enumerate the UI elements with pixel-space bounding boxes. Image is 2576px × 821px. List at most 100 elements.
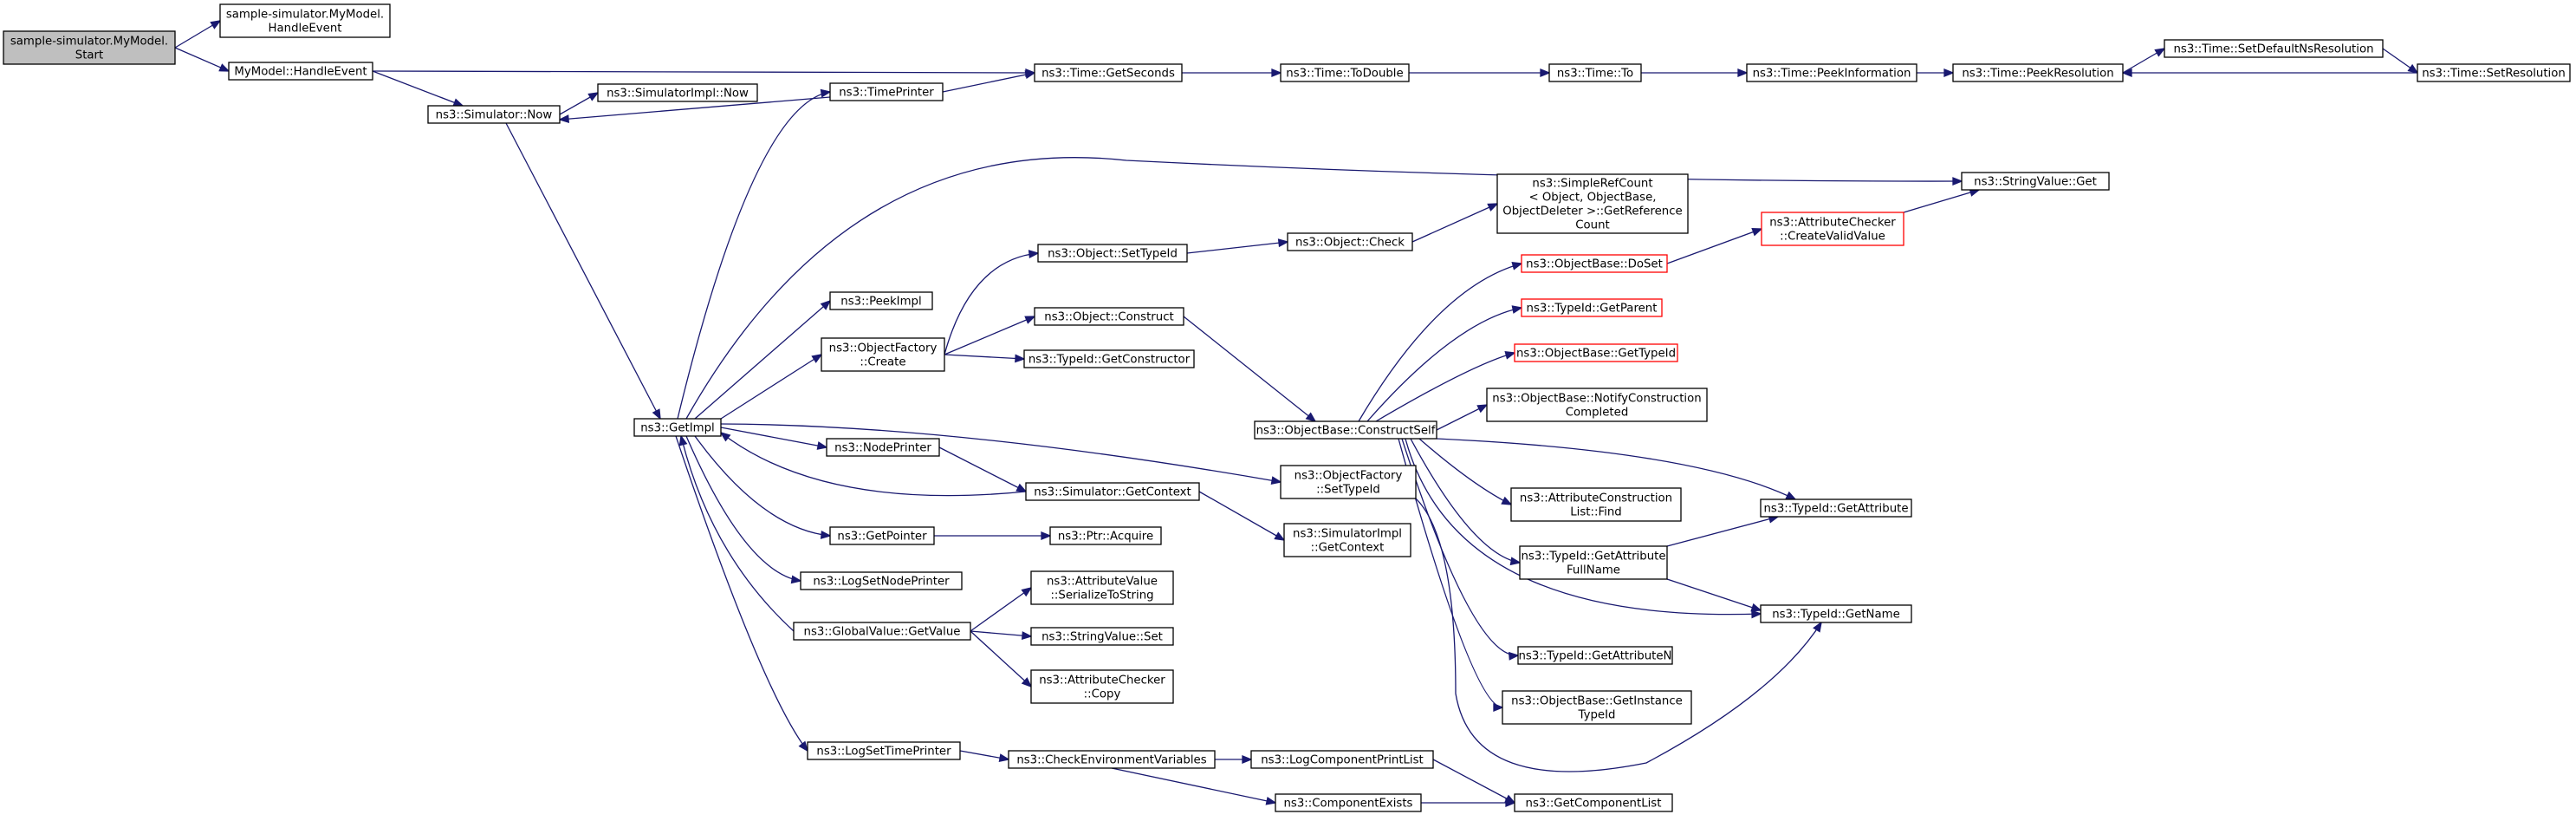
- edge-arrowhead: [1813, 621, 1822, 633]
- node-set-default-ns-resolution[interactable]: ns3::Time::SetDefaultNsResolution: [2164, 39, 2384, 58]
- node-box: [1514, 793, 1673, 812]
- edge-check_environment_variables-to-log_component_print_list: [1215, 755, 1253, 764]
- edge-arrowhead: [2407, 63, 2419, 75]
- node-attribute-checker-create-valid[interactable]: ns3::AttributeChecker::CreateValidValue: [1761, 212, 1904, 246]
- edge-arrowhead: [1737, 68, 1749, 77]
- node-get-impl[interactable]: ns3::GetImpl: [633, 418, 722, 437]
- edge-get_seconds-to-to_double: [1182, 68, 1282, 77]
- node-object-construct[interactable]: ns3::Object::Construct: [1034, 307, 1184, 326]
- node-get-seconds[interactable]: ns3::Time::GetSeconds: [1034, 63, 1183, 82]
- node-start[interactable]: sample-simulator.MyModel.Start: [3, 30, 176, 65]
- node-object-base-notify-construction[interactable]: ns3::ObjectBase::NotifyConstructionCompl…: [1486, 388, 1708, 422]
- node-type-id-get-constructor[interactable]: ns3::TypeId::GetConstructor: [1023, 349, 1195, 368]
- edge-line: [685, 157, 1963, 420]
- node-simple-ref-count[interactable]: ns3::SimpleRefCount< Object, ObjectBase,…: [1496, 173, 1689, 234]
- edge-simulator_now-to-get_impl: [505, 122, 661, 420]
- node-peek-impl[interactable]: ns3::PeekImpl: [829, 291, 933, 310]
- edge-get_impl-to-time_printer: [677, 88, 832, 420]
- edge-time_printer-to-get_seconds: [942, 70, 1036, 93]
- node-label: MyModel::HandleEvent: [234, 66, 367, 79]
- node-string-value-set[interactable]: ns3::StringValue::Set: [1030, 627, 1174, 646]
- node-time-to[interactable]: ns3::Time::To: [1548, 63, 1642, 82]
- node-string-value-get[interactable]: ns3::StringValue::Get: [1961, 172, 2110, 191]
- edge-object_base_construct_self-to-attribute_construction_list_find: [1418, 438, 1513, 505]
- node-type-id-get-name[interactable]: ns3::TypeId::GetName: [1760, 604, 1912, 623]
- edge-arrowhead: [1952, 177, 1963, 186]
- node-type-id-get-attribute[interactable]: ns3::TypeId::GetAttribute: [1760, 498, 1912, 518]
- node-attribute-value-serialize[interactable]: ns3::AttributeValue::SerializeToString: [1030, 570, 1174, 605]
- node-label: ns3::AttributeValue: [1047, 576, 1158, 589]
- edge-arrowhead: [1511, 305, 1523, 314]
- node-log-component-print-list[interactable]: ns3::LogComponentPrintList: [1250, 750, 1434, 769]
- node-time-printer[interactable]: ns3::TimePrinter: [829, 82, 944, 101]
- edge-object_construct-to-object_base_construct_self: [1183, 316, 1317, 423]
- node-handle-event-sample[interactable]: sample-simulator.MyModel.HandleEvent: [219, 3, 391, 38]
- edge-line: [694, 435, 831, 537]
- node-object-factory-set-type-id[interactable]: ns3::ObjectFactory::SetTypeId: [1280, 465, 1417, 499]
- node-label: ns3::PeekImpl: [840, 296, 921, 309]
- node-component-exists[interactable]: ns3::ComponentExists: [1275, 793, 1422, 812]
- node-get-pointer[interactable]: ns3::GetPointer: [829, 526, 935, 545]
- node-log-set-time-printer[interactable]: ns3::LogSetTimePrinter: [807, 741, 961, 760]
- edge-arrowhead: [1271, 68, 1282, 77]
- edge-line: [1415, 498, 1822, 772]
- edge-line: [720, 354, 822, 420]
- node-label: ns3::LogSetTimePrinter: [816, 746, 951, 759]
- node-check-environment-variables[interactable]: ns3::CheckEnvironmentVariables: [1008, 750, 1216, 769]
- node-label: ns3::Simulator::GetContext: [1034, 486, 1191, 499]
- node-simulatorimpl-now[interactable]: ns3::SimulatorImpl::Now: [597, 83, 758, 102]
- node-object-base-construct-self[interactable]: ns3::ObjectBase::ConstructSelf: [1254, 420, 1437, 440]
- edge-log_component_print_list-to-get_component_list: [1432, 759, 1516, 804]
- edge-arrowhead: [587, 92, 600, 101]
- edge-get_impl-to-string_value_get: [685, 157, 1963, 420]
- node-box: [829, 82, 944, 101]
- node-log-set-node-printer[interactable]: ns3::LogSetNodePrinter: [800, 571, 963, 590]
- node-attribute-checker-copy[interactable]: ns3::AttributeChecker::Copy: [1030, 669, 1174, 704]
- node-label: ns3::Time::ToDouble: [1286, 68, 1403, 81]
- node-ptr-acquire[interactable]: ns3::Ptr::Acquire: [1049, 526, 1162, 545]
- node-peek-resolution[interactable]: ns3::Time::PeekResolution: [1952, 63, 2124, 82]
- node-set-resolution[interactable]: ns3::Time::SetResolution: [2417, 63, 2571, 82]
- node-label: ns3::TypeId::GetParent: [1527, 303, 1658, 316]
- edge-arrowhead: [798, 740, 809, 753]
- edge-arrowhead: [1021, 631, 1033, 641]
- node-global-value-get-value[interactable]: ns3::GlobalValue::GetValue: [793, 622, 971, 641]
- edge-line: [1411, 203, 1498, 243]
- edge-arrowhead: [811, 354, 823, 363]
- node-object-check[interactable]: ns3::Object::Check: [1287, 232, 1413, 251]
- edge-arrowhead: [1509, 557, 1522, 566]
- node-simulator-impl-get-context[interactable]: ns3::SimulatorImpl::GetContext: [1283, 523, 1411, 557]
- edge-global_value_get_value-to-attribute_checker_copy: [970, 630, 1033, 688]
- node-label: ns3::AttributeConstruction: [1520, 492, 1672, 505]
- node-get-component-list[interactable]: ns3::GetComponentList: [1514, 793, 1673, 812]
- node-node-printer[interactable]: ns3::NodePrinter: [826, 438, 940, 457]
- node-type-id-get-parent[interactable]: ns3::TypeId::GetParent: [1521, 298, 1663, 317]
- edge-arrowhead: [2154, 48, 2166, 57]
- edge-line: [1111, 767, 1276, 804]
- edge-line: [720, 427, 827, 448]
- edge-line: [675, 435, 808, 752]
- node-label: Completed: [1566, 407, 1629, 420]
- node-object-base-get-type-id[interactable]: ns3::ObjectBase::GetTypeId: [1514, 343, 1678, 362]
- edge-log_set_time_printer-to-check_environment_variables: [959, 750, 1010, 763]
- node-label: ns3::ObjectBase::DoSet: [1526, 258, 1663, 271]
- edge-line: [1432, 759, 1515, 804]
- node-simulator-get-context[interactable]: ns3::Simulator::GetContext: [1025, 482, 1200, 501]
- node-simulator-now[interactable]: ns3::Simulator::Now: [427, 105, 561, 124]
- node-object-factory-create[interactable]: ns3::ObjectFactory::Create: [821, 337, 945, 372]
- node-peek-information[interactable]: ns3::Time::PeekInformation: [1746, 63, 1917, 82]
- edge-arrowhead: [1021, 677, 1033, 688]
- node-mymodel-handle-event[interactable]: MyModel::HandleEvent: [228, 62, 373, 81]
- node-to-double[interactable]: ns3::Time::ToDouble: [1280, 63, 1410, 82]
- edge-arrowhead: [1943, 68, 1955, 77]
- node-object-set-type-id[interactable]: ns3::Object::SetTypeId: [1037, 244, 1188, 263]
- edge-get_impl-to-peek_impl: [694, 299, 832, 420]
- node-type-id-get-attribute-n[interactable]: ns3::TypeId::GetAttributeN: [1517, 646, 1673, 665]
- edge-line: [938, 446, 1027, 492]
- node-label: ns3::AttributeChecker: [1769, 217, 1896, 230]
- edge-line: [1375, 352, 1515, 422]
- node-object-base-do-set[interactable]: ns3::ObjectBase::DoSet: [1521, 254, 1668, 273]
